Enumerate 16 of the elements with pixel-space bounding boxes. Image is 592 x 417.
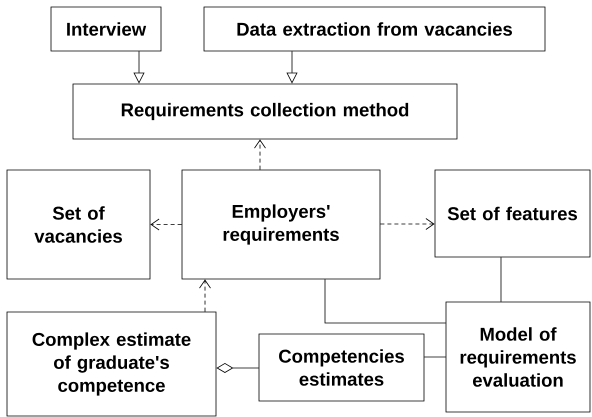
box: Set of vacancies [6, 170, 150, 280]
box: Complex estimate of graduate's competence [6, 312, 216, 416]
connector-line [424, 356, 446, 358]
arrow [254, 139, 266, 170]
box: Employers' requirements [182, 170, 380, 280]
arrow [199, 279, 211, 312]
connector-line [500, 257, 502, 302]
arrow [380, 218, 435, 230]
box: Requirements collection method [72, 84, 458, 140]
box: Model of requirements evaluation [446, 302, 590, 412]
box: Set of features [434, 170, 590, 258]
box: Interview [50, 6, 162, 52]
connector-line [324, 279, 446, 324]
box: Competencies estimates [258, 334, 424, 402]
box: Data extraction from vacancies [204, 6, 546, 52]
arrow [150, 218, 182, 230]
